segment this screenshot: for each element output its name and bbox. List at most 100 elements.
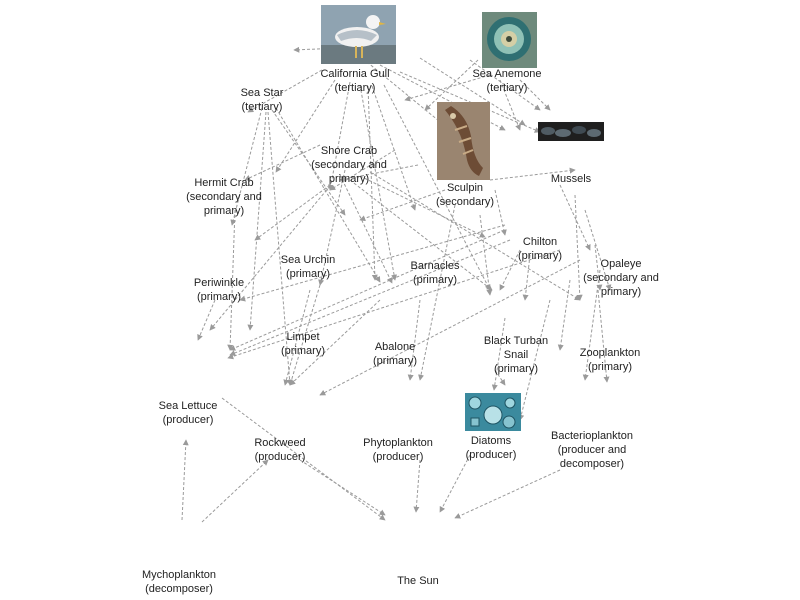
node-role: (secondary and [583, 272, 659, 284]
node-role: (primary) [281, 345, 325, 357]
node-role: (producer and [557, 444, 627, 456]
node-name: Abalone [374, 341, 416, 353]
mussels-photo [538, 122, 604, 141]
food-web-arrow [582, 269, 601, 381]
node-sea-lettuce: Sea Lettuce (producer) [159, 399, 218, 427]
food-web-arrow [519, 79, 551, 111]
food-web-arrow [328, 81, 351, 191]
food-web-arrow [254, 184, 331, 241]
node-name: Rockweed [254, 437, 306, 449]
food-web-arrow [559, 184, 591, 251]
node-sea-urchin: Sea Urchin (primary) [281, 253, 335, 281]
node-name: Sea Star [240, 87, 284, 99]
food-web-arrow [469, 59, 541, 111]
node-name: Periwinkle [193, 277, 245, 289]
food-web-arrow [424, 59, 479, 111]
food-web-arrow [439, 454, 471, 513]
food-web-arrow [491, 317, 506, 391]
node-name: Sea Lettuce [158, 400, 218, 412]
food-web-arrow [201, 459, 269, 523]
food-web-arrow [247, 111, 267, 331]
food-web-arrow [494, 189, 507, 236]
food-web-arrow [288, 284, 321, 386]
node-role: (producer) [465, 449, 517, 461]
node-role: (primary) [196, 291, 241, 303]
node-name: Barnacles [410, 260, 460, 272]
food-web-arrow [239, 224, 506, 302]
node-role: (primary) [587, 361, 632, 373]
food-web-arrow [299, 459, 386, 516]
node-the-sun: The Sun [397, 574, 439, 588]
food-web-arrow [359, 175, 486, 238]
node-name: Limpet [286, 331, 320, 343]
node-name: Black Turban [483, 335, 549, 347]
node-sculpin: Sculpin (secondary) [436, 181, 494, 209]
food-web-arrow [494, 369, 506, 386]
food-web-arrow [584, 209, 612, 291]
node-name: Mychoplankton [142, 569, 216, 581]
food-web-arrow [181, 439, 189, 521]
node-name: Diatoms [470, 435, 512, 447]
node-name: Phytoplankton [363, 437, 433, 449]
food-web-arrow [283, 289, 311, 386]
node-role: (producer) [372, 451, 424, 463]
food-web-arrow [499, 249, 521, 291]
node-chilton: Chilton (primary) [518, 235, 562, 263]
food-web-arrow [271, 109, 346, 216]
node-name: Sea Anemone [472, 68, 542, 80]
node-phytoplankton: Phytoplankton (producer) [363, 436, 433, 464]
food-web-arrow [489, 167, 576, 181]
node-abalone: Abalone (primary) [373, 340, 417, 368]
food-web-arrow [197, 299, 216, 341]
food-web-arrow [366, 61, 451, 131]
food-web-arrow [229, 231, 501, 351]
food-web-arrow [499, 79, 521, 131]
node-diatoms: Diatoms (producer) [466, 434, 517, 462]
node-role: (tertiary) [241, 101, 283, 113]
node-role-2: primary) [203, 205, 245, 217]
node-role: (primary) [518, 250, 562, 262]
node-hermit-crab: Hermit Crab (secondary and primary) [186, 176, 262, 218]
food-web-arrow [557, 279, 571, 351]
food-web-arrow [418, 204, 456, 381]
node-name: Mussels [550, 173, 592, 185]
node-role: (producer) [162, 414, 214, 426]
food-web-arrow [359, 189, 446, 222]
node-black-turban-snail: Black Turban Snail (primary) [484, 334, 548, 376]
node-role-2: primary) [328, 173, 370, 185]
node-role: (producer) [254, 451, 306, 463]
node-name: Opaleye [600, 258, 642, 270]
node-role-2: primary) [600, 286, 642, 298]
food-web-arrow [367, 85, 378, 281]
food-web-arrow [244, 144, 321, 181]
limpet-shells-photo [248, 391, 320, 397]
node-role-2: decomposer) [559, 458, 625, 470]
food-web-arrow [275, 107, 381, 283]
node-role: (primary) [285, 268, 330, 280]
node-role: (secondary) [435, 196, 495, 208]
food-web-arrow [518, 299, 551, 421]
food-web-arrow [371, 85, 417, 211]
food-web-arrow [289, 299, 381, 386]
node-role: (tertiary) [486, 82, 528, 94]
node-name: Bacterioplankton [551, 430, 633, 442]
food-web-arrow [522, 254, 531, 301]
food-web-arrow [229, 239, 511, 356]
node-role-2: (primary) [493, 363, 538, 375]
node-rockweed: Rockweed (producer) [254, 436, 305, 464]
node-role: (secondary and [186, 191, 262, 203]
food-web-arrow [454, 469, 561, 519]
node-mychoplankton: Mychoplankton (decomposer) [142, 568, 216, 596]
food-web-arrow [479, 214, 493, 296]
seagull-photo [321, 5, 396, 64]
food-web-arrow [597, 289, 610, 383]
food-web-arrow [209, 185, 331, 331]
food-web-arrow [413, 459, 421, 513]
node-opaleye: Opaleye (secondary and primary) [583, 257, 659, 299]
sea-anemone-photo [482, 12, 537, 68]
node-sea-anemone: Sea Anemone (tertiary) [472, 67, 541, 95]
food-web-arrow [329, 149, 396, 191]
node-shore-crab: Shore Crab (secondary and primary) [311, 144, 387, 186]
food-web-arrow [267, 111, 293, 386]
